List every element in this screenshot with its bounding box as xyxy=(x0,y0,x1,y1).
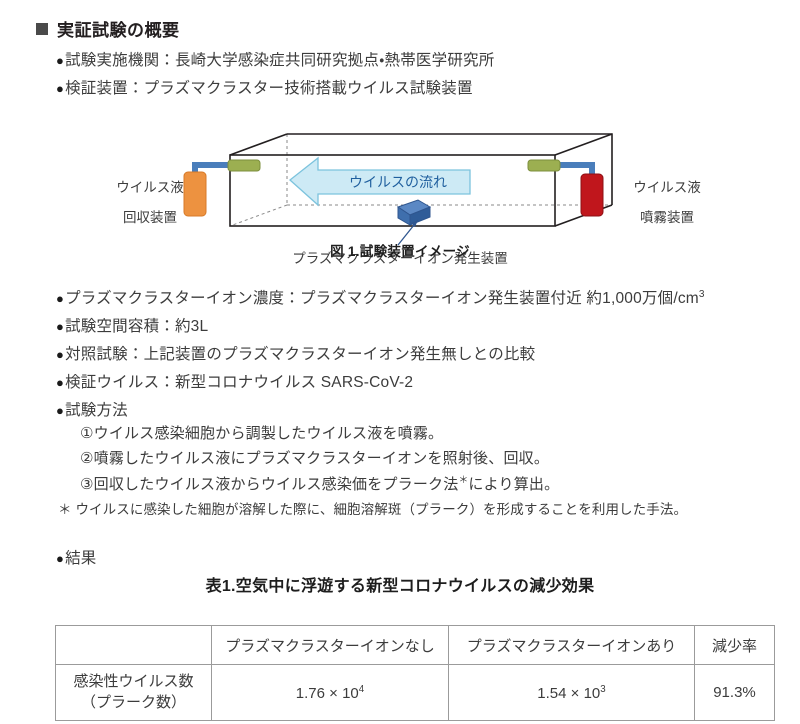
figure-caption: 図 1.試験装置イメージ xyxy=(330,244,470,259)
method-step-3-post: により算出。 xyxy=(468,476,560,493)
collector-label-line2: 回収装置 xyxy=(123,210,177,225)
bullet-item-virus-text: 検証ウイルス：新型コロナウイルス SARS-CoV-2 xyxy=(65,374,414,391)
method-step-1: ①ウイルス感染細胞から調製したウイルス液を噴霧。 xyxy=(80,425,444,442)
table-row-label-line2: （プラーク数） xyxy=(80,693,186,711)
page-title: 実証試験の概要 xyxy=(36,16,180,41)
bullet-dot-icon: ● xyxy=(56,403,65,418)
ion-generator-label: プラズマクラスターイオン発生装置 xyxy=(292,251,508,266)
bullet-item-volume: ● 試験空間容積：約3L xyxy=(56,314,208,336)
table-row-label-line1: 感染性ウイルス数 xyxy=(73,673,194,691)
result-table: プラズマクラスターイオンなし プラズマクラスターイオンあり 減少率 感染性ウイル… xyxy=(55,625,775,721)
bullet-dot-icon: ● xyxy=(56,319,65,334)
bullet-item-volume-text: 試験空間容積：約3L xyxy=(65,318,209,335)
table-row-label: 感染性ウイルス数 （プラーク数） xyxy=(55,664,212,721)
sprayer-label-line2: 噴霧装置 xyxy=(640,210,694,225)
virus-collector-vessel xyxy=(183,171,207,217)
ion-generator-device xyxy=(396,199,432,226)
virus-sprayer-vessel xyxy=(580,173,604,217)
square-marker-icon xyxy=(36,22,48,35)
bullet-dot-icon: ● xyxy=(56,551,65,566)
generator-leader-arrowhead xyxy=(411,220,418,227)
bullet-item-result: ● 結果 xyxy=(56,546,96,568)
bullet-dot-icon: ● xyxy=(56,291,65,306)
table-cell-without-ion: 1.76 × 104 xyxy=(211,664,449,721)
table-header-with-ion: プラズマクラスターイオンあり xyxy=(448,625,695,665)
ion-concentration-superscript: 3 xyxy=(698,288,705,300)
method-step-3-pre: ③回収したウイルス液からウイルス感染価をプラーク法 xyxy=(80,476,459,493)
bullet-dot-icon: ● xyxy=(56,53,65,68)
bullet-item-institution: ● 試験実施機関：長崎大学感染症共同研究拠点・熱帯医学研究所 xyxy=(56,48,494,70)
table-header-without-ion: プラズマクラスターイオンなし xyxy=(211,625,449,665)
table-row: 感染性ウイルス数 （プラーク数） 1.76 × 104 1.54 × 103 9… xyxy=(55,664,775,721)
value-with-ion-mantissa: 1.54 × 10 xyxy=(537,684,601,702)
virus-flow-arrow xyxy=(288,156,471,207)
method-step-2: ②噴霧したウイルス液にプラズマクラスターイオンを照射後、回収。 xyxy=(80,450,550,467)
bullet-item-ion-concentration-text: プラズマクラスターイオン濃度：プラズマクラスターイオン発生装置付近 約1,000… xyxy=(65,290,699,307)
collector-label-line1: ウイルス液 xyxy=(116,180,184,195)
bullet-item-method-text: 試験方法 xyxy=(65,402,128,419)
method-step-3: ③回収したウイルス液からウイルス感染価をプラーク法＊により算出。 xyxy=(80,472,559,494)
method-step-3-asterisk: ＊ xyxy=(458,475,469,486)
table-cell-with-ion: 1.54 × 103 xyxy=(448,664,695,721)
bullet-item-control-test-text: 対照試験：上記装置のプラズマクラスターイオン発生無しとの比較 xyxy=(65,346,536,363)
apparatus-svg: ウイルスの流れ xyxy=(183,133,613,246)
table-caption: 表1.空気中に浮遊する新型コロナウイルスの減少効果 xyxy=(205,578,595,595)
value-without-ion-mantissa: 1.76 × 10 xyxy=(295,684,359,702)
bullet-item-device: ● 検証装置：プラズマクラスター技術搭載ウイルス試験装置 xyxy=(56,76,473,98)
chamber-hidden-edges xyxy=(229,134,612,227)
table-cell-reduction-rate: 91.3% xyxy=(694,664,775,721)
bullet-item-institution-text: 試験実施機関：長崎大学感染症共同研究拠点・熱帯医学研究所 xyxy=(65,52,495,69)
flow-arrow-label: ウイルスの流れ xyxy=(349,174,447,190)
bullet-item-ion-concentration: ● プラズマクラスターイオン濃度：プラズマクラスターイオン発生装置付近 約1,0… xyxy=(56,286,705,308)
sprayer-label-line1: ウイルス液 xyxy=(633,180,701,195)
bullet-dot-icon: ● xyxy=(56,375,65,390)
bullet-item-method: ● 試験方法 xyxy=(56,398,128,420)
bullet-dot-icon: ● xyxy=(56,81,65,96)
table-header-reduction-rate: 減少率 xyxy=(694,625,775,665)
bullet-item-control-test: ● 対照試験：上記装置のプラズマクラスターイオン発生無しとの比較 xyxy=(56,342,535,364)
bullet-item-virus: ● 検証ウイルス：新型コロナウイルス SARS-CoV-2 xyxy=(56,370,413,392)
plaque-method-footnote: ＊ ウイルスに感染した細胞が溶解した際に、細胞溶解斑（プラーク）を形成することを… xyxy=(58,502,688,517)
bullet-item-result-text: 結果 xyxy=(65,550,97,567)
value-with-ion-exponent: 3 xyxy=(600,683,606,695)
table-header-row: プラズマクラスターイオンなし プラズマクラスターイオンあり 減少率 xyxy=(55,625,775,665)
bullet-item-device-text: 検証装置：プラズマクラスター技術搭載ウイルス試験装置 xyxy=(65,80,473,97)
value-without-ion-exponent: 4 xyxy=(358,683,365,695)
page-title-text: 実証試験の概要 xyxy=(57,21,180,40)
test-apparatus-figure: ウイルスの流れ ウイルス液 回収装置 ウイルス液 噴霧装置 プラズマクラスターイ… xyxy=(0,108,800,268)
bullet-dot-icon: ● xyxy=(56,347,65,362)
chamber-outline xyxy=(229,133,613,227)
table-header-corner xyxy=(55,625,212,665)
